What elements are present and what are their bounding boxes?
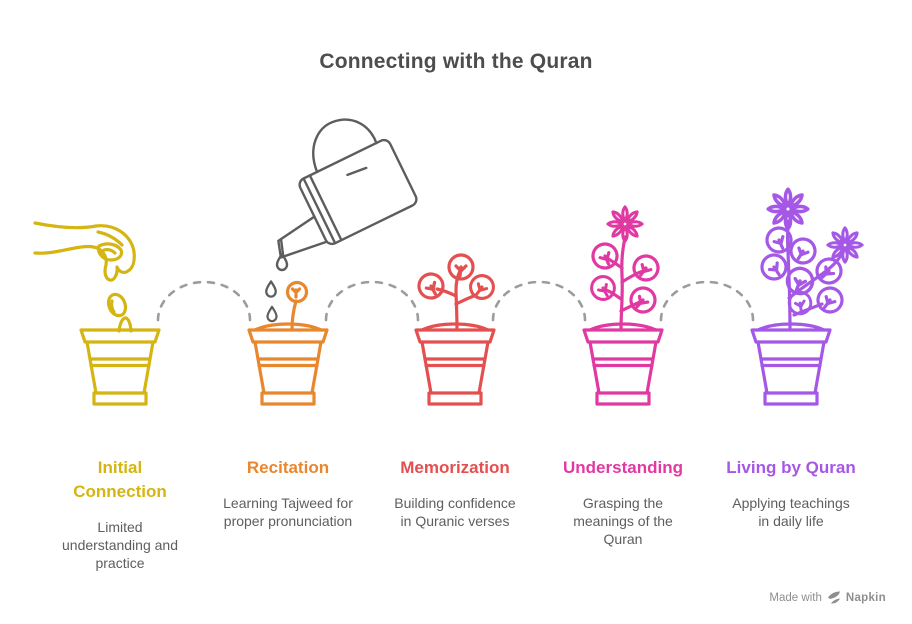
stage-description: Limited understanding and practice [62,519,178,571]
stage-4-illustration [582,205,664,406]
water-drop-icon [265,280,277,298]
soil-mound [253,322,323,332]
stage-description: Applying teachings in daily life [732,495,850,529]
watered-sprout-icon [285,280,309,332]
watering-can-icon [265,118,418,323]
soil-mound [588,322,658,332]
stage-3-illustration [412,253,500,406]
planted-seed-icon [117,316,133,333]
stage-title: Recitation [246,458,330,477]
watermark: Made with Napkin [769,591,886,604]
pot-icon [582,328,664,406]
stage-label-understanding: Understanding Grasping the meanings of t… [538,456,708,548]
stage-title: Understanding [563,458,683,477]
water-drop-icon [266,305,278,323]
pot-icon [79,328,161,406]
soil-mound [420,322,490,332]
leaf-icon [624,281,662,319]
flowering-plant-icon [585,205,664,332]
connector-arc [324,280,420,322]
pot-icon [750,328,832,406]
leaf-icon [755,248,793,286]
stage-label-memorization: Memorization Building confidence in Qura… [370,456,540,530]
leaf-icon [585,270,621,306]
stage-title: Living by Quran [726,458,856,477]
page-title: Connecting with the Quran [319,50,593,73]
watermark-brand: Napkin [845,591,886,604]
stage-1-illustration [33,221,161,406]
young-plant-icon [412,253,500,332]
falling-seed-icon [106,292,128,318]
stage-5-illustration [750,187,864,406]
watermark-text: Made with [769,591,822,604]
stage-description: Grasping the meanings of the Quran [573,495,673,547]
leaf-icon [810,252,848,290]
connector-arc [156,280,252,322]
leaf-icon [412,267,450,305]
flower-icon [826,226,864,264]
napkin-logo-icon [827,591,840,604]
hand-planting-seed-icon [33,221,136,282]
stage-label-initial-connection: Initial Connection Limited understanding… [35,456,205,572]
leaf-icon [628,250,664,286]
stage-description: Learning Tajweed for proper pronunciatio… [223,495,353,529]
connector-arc [659,280,755,322]
pot-icon [247,328,329,406]
stage-title: Memorization [400,458,510,477]
stage-2-illustration [247,280,329,406]
blooming-plant-icon [755,187,864,332]
connector-arc [491,280,587,322]
pot-icon [414,328,496,406]
stage-title: Initial Connection [73,458,167,501]
connector-arcs [156,280,755,322]
stage-label-living-by-quran: Living by Quran Applying teachings in da… [706,456,876,530]
stage-label-recitation: Recitation Learning Tajweed for proper p… [203,456,373,530]
leaf-icon [812,282,848,318]
leaf-icon [587,238,623,274]
leaf-icon [447,253,475,281]
stage-description: Building confidence in Quranic verses [394,495,516,529]
